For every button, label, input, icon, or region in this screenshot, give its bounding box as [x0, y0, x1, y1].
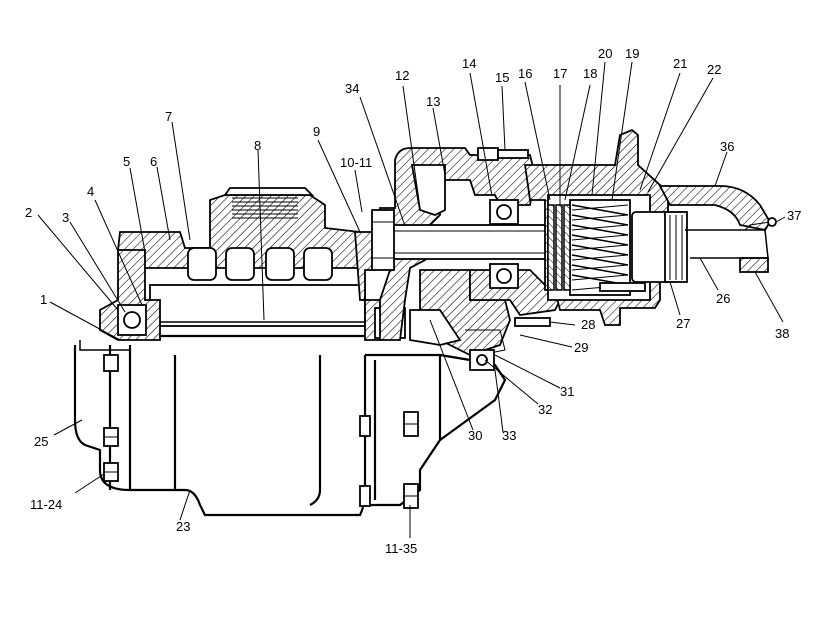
callout-22: 22: [707, 62, 721, 77]
armature: [149, 284, 366, 331]
callout-17: 17: [553, 66, 567, 81]
callout-11-35: 11-35: [385, 541, 417, 556]
callout-6: 6: [150, 154, 157, 169]
callout-28: 28: [581, 317, 595, 332]
callout-29: 29: [574, 340, 588, 355]
callout-26: 26: [716, 291, 730, 306]
callout-34: 34: [345, 81, 359, 96]
left-bearing: [117, 304, 147, 336]
callout-3: 3: [62, 210, 69, 225]
callout-5: 5: [123, 154, 130, 169]
pinion-shaft: [389, 224, 551, 260]
nut-31: [469, 349, 495, 371]
bolt-28: [514, 317, 551, 327]
callout-4: 4: [87, 184, 94, 199]
bolt-15: [477, 147, 529, 161]
callout-33: 33: [502, 428, 516, 443]
callout-12: 12: [395, 68, 409, 83]
clutch-spring: [569, 199, 631, 296]
callout-9: 9: [313, 124, 320, 139]
leader-lines: [37, 61, 786, 538]
callout-27: 27: [676, 316, 690, 331]
bolt-group-left: [103, 354, 119, 482]
lower-housing: [73, 340, 507, 517]
callout-19: 19: [625, 46, 639, 61]
callout-13: 13: [426, 94, 440, 109]
callout-32: 32: [538, 402, 552, 417]
callout-11-24: 11-24: [30, 497, 62, 512]
callout-25: 25: [34, 434, 48, 449]
callout-36: 36: [720, 139, 734, 154]
clutch-assembly: [523, 128, 688, 326]
bearing-14: [489, 199, 519, 289]
callout-labels: 1 2 3 4 5 6 7 8 9 10-11 12 13 14 15 16 1…: [25, 46, 801, 556]
callout-2: 2: [25, 205, 32, 220]
nose-housing: [658, 185, 777, 273]
clutch-plates: [547, 204, 571, 291]
callout-1: 1: [40, 292, 47, 307]
callout-8: 8: [254, 138, 261, 153]
callout-14: 14: [462, 56, 476, 71]
callout-31: 31: [560, 384, 574, 399]
terminal-threads: [232, 197, 298, 219]
bolt-group-right: [359, 411, 419, 509]
callout-15: 15: [495, 70, 509, 85]
callout-7: 7: [165, 109, 172, 124]
bolt-37: [767, 217, 777, 227]
callout-23: 23: [176, 519, 190, 534]
callout-37: 37: [787, 208, 801, 223]
motor-body: [99, 187, 406, 341]
callout-18: 18: [583, 66, 597, 81]
callout-20: 20: [598, 46, 612, 61]
pinion-gear: [631, 211, 688, 283]
callout-21: 21: [673, 56, 687, 71]
callout-38: 38: [775, 326, 789, 341]
callout-30: 30: [468, 428, 482, 443]
field-coils: [187, 247, 333, 281]
callout-10-11: 10-11: [340, 155, 372, 170]
callout-16: 16: [518, 66, 532, 81]
